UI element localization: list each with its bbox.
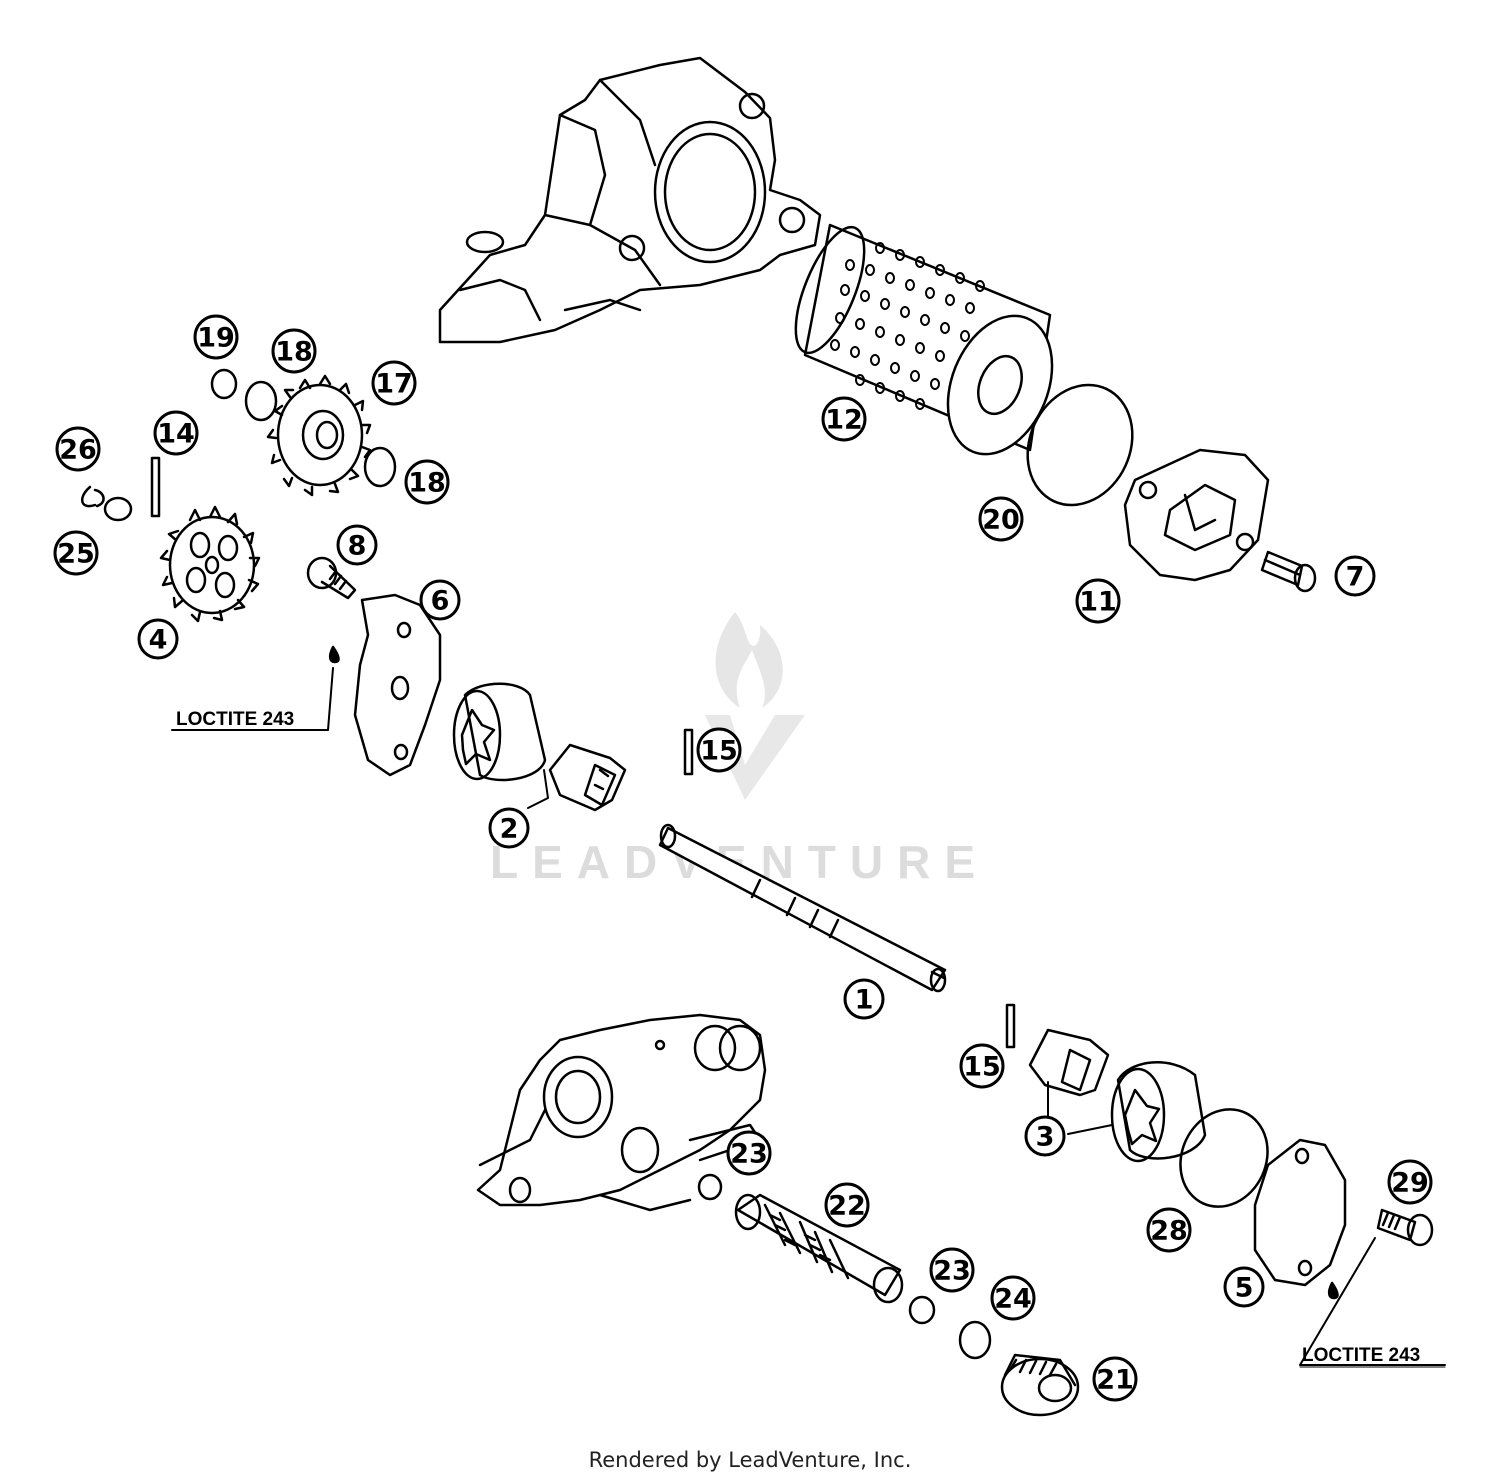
circlip-26 — [81, 485, 105, 508]
callout-ring-11 — [1075, 578, 1121, 624]
callout-22: 22 — [828, 1191, 866, 1222]
callout-ring-23b — [929, 1247, 975, 1293]
callout-1: 1 — [855, 985, 874, 1016]
footer-credit: Rendered by LeadVenture, Inc. — [588, 1448, 912, 1472]
callout-11: 11 — [1079, 587, 1117, 618]
callout-24: 24 — [994, 1284, 1032, 1315]
rotor-inner-2 — [548, 743, 627, 812]
engine-case-upper — [438, 56, 822, 344]
callout-29: 29 — [1391, 1168, 1429, 1199]
pin-14 — [150, 456, 161, 518]
filter-cover-11 — [1123, 448, 1270, 582]
callout-ring-22 — [824, 1182, 870, 1228]
callout-ring-17 — [371, 360, 417, 406]
callout-26: 26 — [59, 435, 97, 466]
engine-case-lower — [476, 1013, 767, 1212]
pin-15-upper — [683, 728, 694, 776]
callout-20: 20 — [982, 505, 1020, 536]
gear-4 — [159, 505, 261, 623]
callout-ring-18a — [271, 328, 317, 374]
callout-7: 7 — [1346, 562, 1365, 593]
callout-5: 5 — [1235, 1273, 1254, 1304]
callout-ring-1 — [843, 978, 885, 1020]
loctite-leader-left — [171, 667, 334, 731]
callout-2: 2 — [500, 814, 519, 845]
o-ring-28 — [1179, 1108, 1269, 1208]
o-ring-20 — [1026, 383, 1134, 507]
callout-15-lower: 15 — [963, 1052, 1001, 1083]
callout-ring-21 — [1092, 1356, 1138, 1402]
callout-ring-12 — [821, 396, 867, 442]
callout-ring-15a — [696, 727, 742, 773]
callout-23-left: 23 — [730, 1139, 768, 1170]
screw-7 — [1260, 550, 1317, 593]
callout-3: 3 — [1036, 1122, 1055, 1153]
washer-18-lower — [363, 446, 397, 488]
shaft-1 — [658, 823, 947, 993]
plate-6 — [353, 593, 442, 777]
callout-6: 6 — [431, 586, 450, 617]
callout-ring-24 — [990, 1275, 1036, 1321]
drain-plug-21 — [1000, 1353, 1080, 1417]
callout-ring-14 — [153, 410, 199, 456]
rotor-outer-3 — [1110, 1061, 1207, 1163]
callout-25: 25 — [57, 539, 95, 570]
rotor-inner-3 — [1028, 1028, 1110, 1097]
callout-17: 17 — [375, 369, 413, 400]
bolt-8 — [306, 556, 357, 600]
cover-5 — [1253, 1138, 1347, 1287]
callout-ring-15b — [959, 1043, 1005, 1089]
callout-ring-4 — [137, 618, 179, 660]
callout-ring-19 — [193, 314, 239, 360]
callout-ring-7 — [1334, 555, 1376, 597]
callout-ring-18b — [404, 459, 450, 505]
callout-21: 21 — [1096, 1365, 1134, 1396]
loctite-drop-right — [1327, 1281, 1339, 1300]
callout-ring-23a — [726, 1130, 772, 1176]
o-ring-24 — [958, 1320, 992, 1360]
callout-14: 14 — [157, 419, 195, 450]
callout-ring-26 — [55, 426, 101, 472]
callout-15-upper: 15 — [700, 736, 738, 767]
gear-17 — [266, 374, 372, 497]
o-ring-19 — [210, 368, 238, 400]
callout-23-right: 23 — [933, 1256, 971, 1287]
callout-ring-5 — [1223, 1266, 1265, 1308]
callout-ring-8 — [336, 524, 378, 566]
callout-18-lower: 18 — [408, 468, 446, 499]
o-ring-23-right — [908, 1295, 936, 1325]
callout-28: 28 — [1150, 1216, 1188, 1247]
o-ring-23-left — [697, 1173, 723, 1201]
callout-19: 19 — [197, 323, 235, 354]
washer-18-upper — [244, 380, 278, 422]
callout-18-upper: 18 — [275, 337, 313, 368]
callout-ring-20 — [978, 496, 1024, 542]
callout-ring-29 — [1387, 1159, 1433, 1205]
loctite-drop-left — [328, 645, 340, 664]
oil-filter — [794, 223, 1054, 456]
rotor-outer-2 — [452, 682, 547, 782]
callout-leader-2 — [527, 769, 549, 809]
loctite-leader-right — [1299, 1237, 1446, 1366]
callout-ring-3 — [1024, 1115, 1066, 1157]
loctite-note-left: LOCTITE 243 — [176, 709, 294, 730]
callout-4: 4 — [149, 625, 168, 656]
callout-ring-28 — [1146, 1207, 1192, 1253]
callout-8: 8 — [348, 531, 367, 562]
callout-ring-6 — [419, 579, 461, 621]
pin-15-lower — [1005, 1003, 1016, 1049]
washer-25 — [103, 496, 133, 522]
screw-29 — [1376, 1208, 1434, 1247]
loctite-note-right: LOCTITE 243 — [1302, 1345, 1420, 1366]
callout-12: 12 — [825, 405, 863, 436]
callout-ring-25 — [53, 530, 99, 576]
callout-ring-2 — [488, 807, 530, 849]
oil-screen-22 — [734, 1193, 904, 1304]
